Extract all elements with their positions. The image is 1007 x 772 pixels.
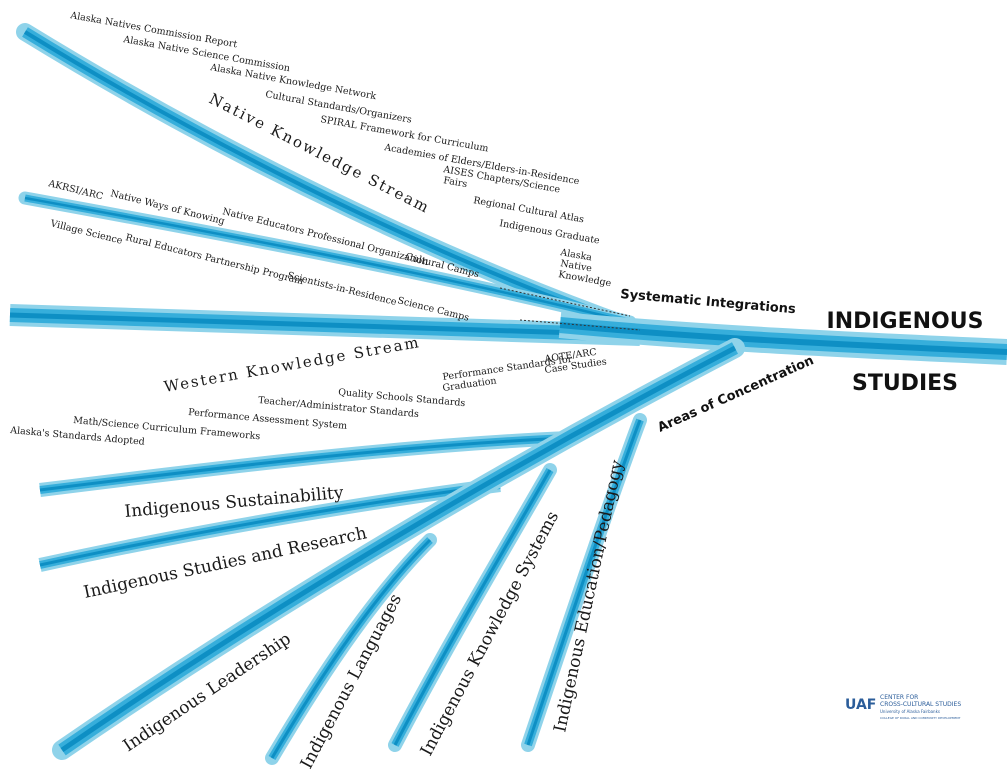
- area-branch-research: [38, 478, 501, 572]
- area-label-education: Indigenous Education/Pedagogy: [550, 458, 627, 734]
- stream-ribbons: [9, 23, 1007, 765]
- areas-of-concentration-heading: Areas of Concentration: [656, 353, 817, 436]
- logo-mark: UAF: [845, 697, 876, 713]
- native-item: Regional Cultural Atlas: [472, 195, 584, 225]
- native-item: Fairs: [442, 175, 468, 190]
- middle-item: Scientists-in-Residence: [286, 270, 398, 308]
- area-branch-education: [521, 413, 647, 752]
- title-line-2: STUDIES: [852, 371, 958, 396]
- middle-ribbon: [18, 191, 637, 329]
- systematic-integrations-heading: Systematic Integrations: [620, 287, 797, 317]
- middle-item: Village Science: [48, 218, 124, 247]
- area-branch-knowledge-systems: [388, 463, 557, 752]
- logo-line-2: CROSS-CULTURAL STUDIES: [880, 701, 961, 708]
- area-branch-leadership: [52, 338, 745, 760]
- area-branch-sustainability: [39, 431, 571, 497]
- uaf-logo: UAF CENTER FOR CROSS-CULTURAL STUDIES Un…: [845, 694, 961, 720]
- logo-line-1: CENTER FOR: [880, 694, 918, 701]
- logo-line-4: COLLEGE OF RURAL AND COMMUNITY DEVELOPME…: [880, 716, 961, 720]
- title-line-1: INDIGENOUS: [827, 309, 984, 334]
- native-item: Indigenous Graduate: [498, 218, 600, 247]
- main-trunk-ribbon: [558, 312, 1007, 365]
- area-branch-languages: [265, 533, 437, 765]
- logo-line-3: University of Alaska Fairbanks: [880, 709, 940, 714]
- western-knowledge-ribbon: [9, 304, 641, 346]
- western-stream-label: Western Knowledge Stream: [163, 333, 422, 396]
- dotted-connector: [519, 319, 641, 331]
